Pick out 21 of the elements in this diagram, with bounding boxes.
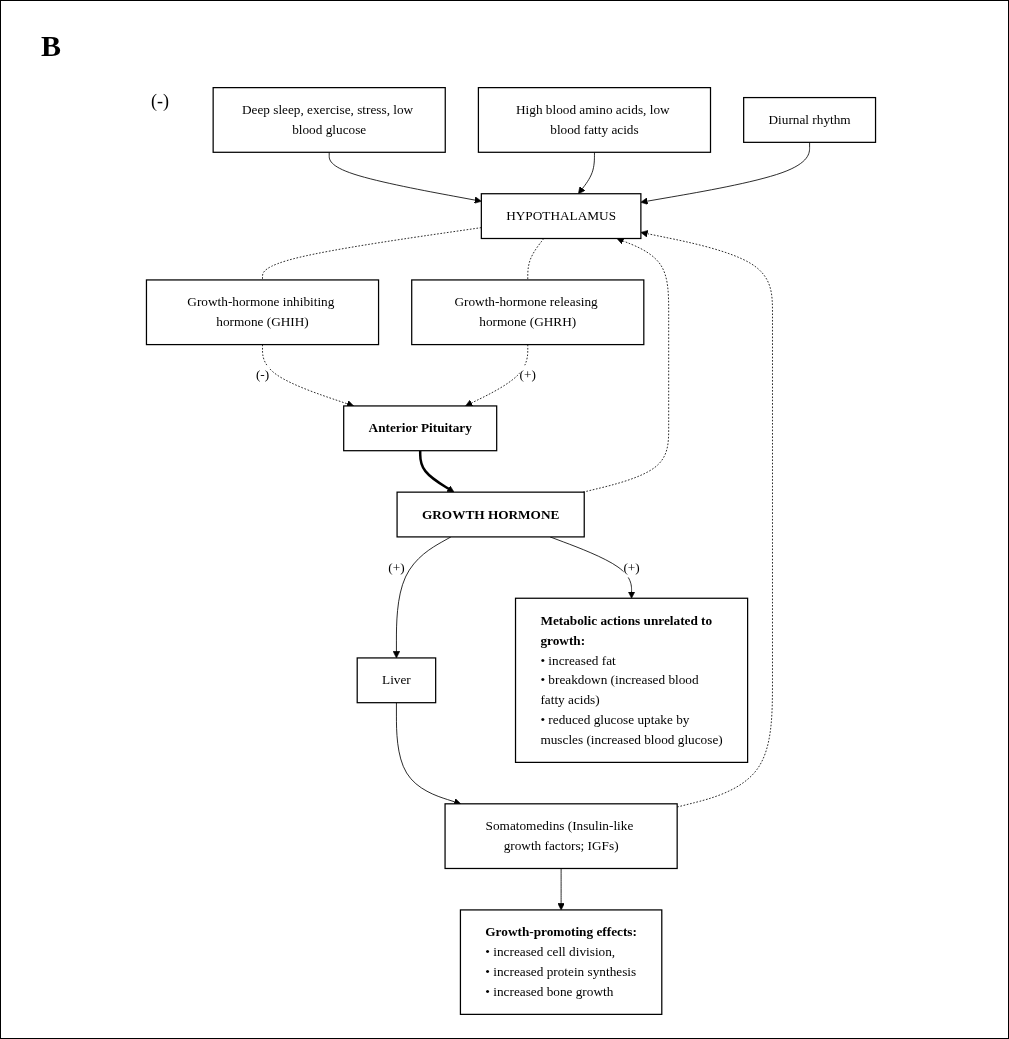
panel-letter: B [41,29,61,63]
connector [262,227,482,281]
edge-label: (+) [519,367,536,382]
node-box: Metabolic actions unrelated to growth: • increased fat • breakdown (increased blood fatty acids) • reduced glucose uptake by muscles (increased blood glucose) [514,597,749,763]
node-box: Growth-promoting effects: • increased cell division, • increased protein synthesis • increased bone growth [459,909,663,1015]
node-box: Growth-hormone inhibiting hormone (GHIH) [145,279,380,346]
node-box: Anterior Pituitary [343,405,498,452]
node-box: Somatomedins (Insulin-like growth factors; IGFs) [444,803,678,870]
edge-label: (-) [255,367,270,382]
node-box: High blood amino acids, low blood fatty acids [477,87,712,153]
arrow [418,450,455,493]
node-box: Growth-hormone releasing hormone (GHRH) [411,279,645,346]
edge-label: (+) [388,560,405,575]
connector [527,238,545,281]
node-box: Diurnal rhythm [743,96,877,143]
node-box: HYPOTHALAMUS [480,193,642,240]
node-box: GROWTH HORMONE [396,491,585,538]
node-box: Deep sleep, exercise, stress, low blood glucose [212,87,446,153]
sign-label: (-) [151,91,169,111]
node-box: Liver [356,657,437,704]
edge-label: (+) [623,560,640,575]
